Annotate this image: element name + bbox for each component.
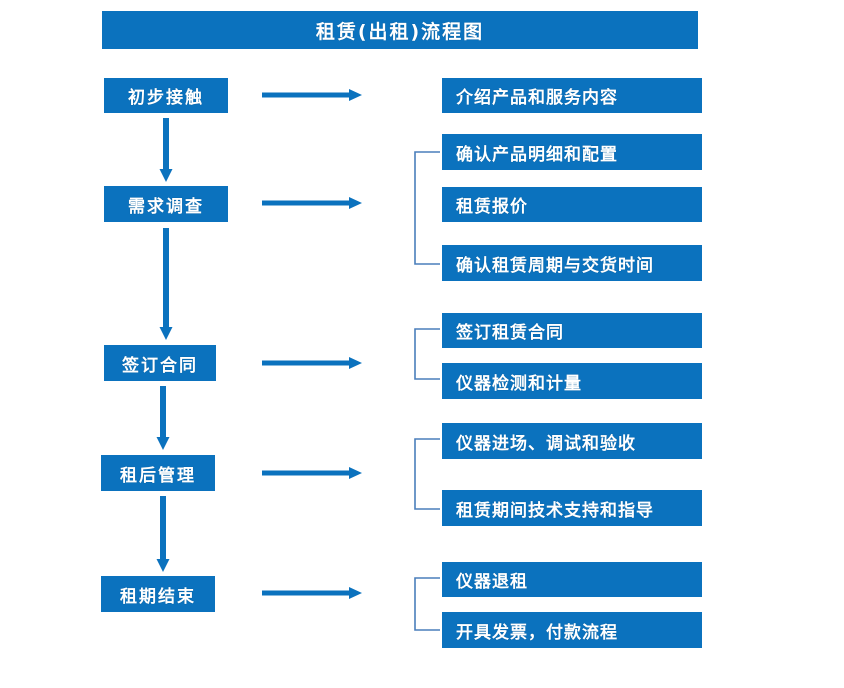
arrow-right-icon-3 [262, 466, 362, 480]
arrow-down-icon-3 [156, 496, 170, 572]
detail-box-1[interactable]: 确认产品明细和配置 [442, 134, 702, 170]
arrow-down-icon-1 [159, 228, 173, 340]
arrow-down-icon-0 [159, 118, 173, 182]
stage-box-4[interactable]: 租期结束 [101, 576, 215, 612]
detail-box-4[interactable]: 签订租赁合同 [442, 313, 702, 348]
detail-box-3[interactable]: 确认租赁周期与交货时间 [442, 245, 702, 281]
group-bracket-1 [414, 328, 440, 380]
arrow-down-icon-2 [156, 386, 170, 450]
arrow-right-icon-0 [262, 88, 362, 102]
detail-box-5[interactable]: 仪器检测和计量 [442, 363, 702, 399]
detail-box-7[interactable]: 租赁期间技术支持和指导 [442, 490, 702, 526]
detail-box-9[interactable]: 开具发票，付款流程 [442, 612, 702, 648]
detail-box-0[interactable]: 介绍产品和服务内容 [442, 78, 702, 113]
stage-box-2[interactable]: 签订合同 [104, 345, 216, 381]
arrow-right-icon-1 [262, 196, 362, 210]
group-bracket-2 [414, 438, 440, 510]
stage-box-3[interactable]: 租后管理 [101, 455, 215, 491]
detail-box-2[interactable]: 租赁报价 [442, 187, 702, 222]
detail-box-6[interactable]: 仪器进场、调试和验收 [442, 423, 702, 459]
stage-box-1[interactable]: 需求调查 [104, 186, 228, 222]
arrow-right-icon-2 [262, 356, 362, 370]
group-bracket-3 [414, 577, 440, 631]
detail-box-8[interactable]: 仪器退租 [442, 562, 702, 597]
stage-box-0[interactable]: 初步接触 [104, 78, 228, 113]
group-bracket-0 [414, 151, 440, 265]
flowchart-title-banner: 租赁(出租)流程图 [102, 11, 698, 49]
arrow-right-icon-4 [262, 586, 362, 600]
